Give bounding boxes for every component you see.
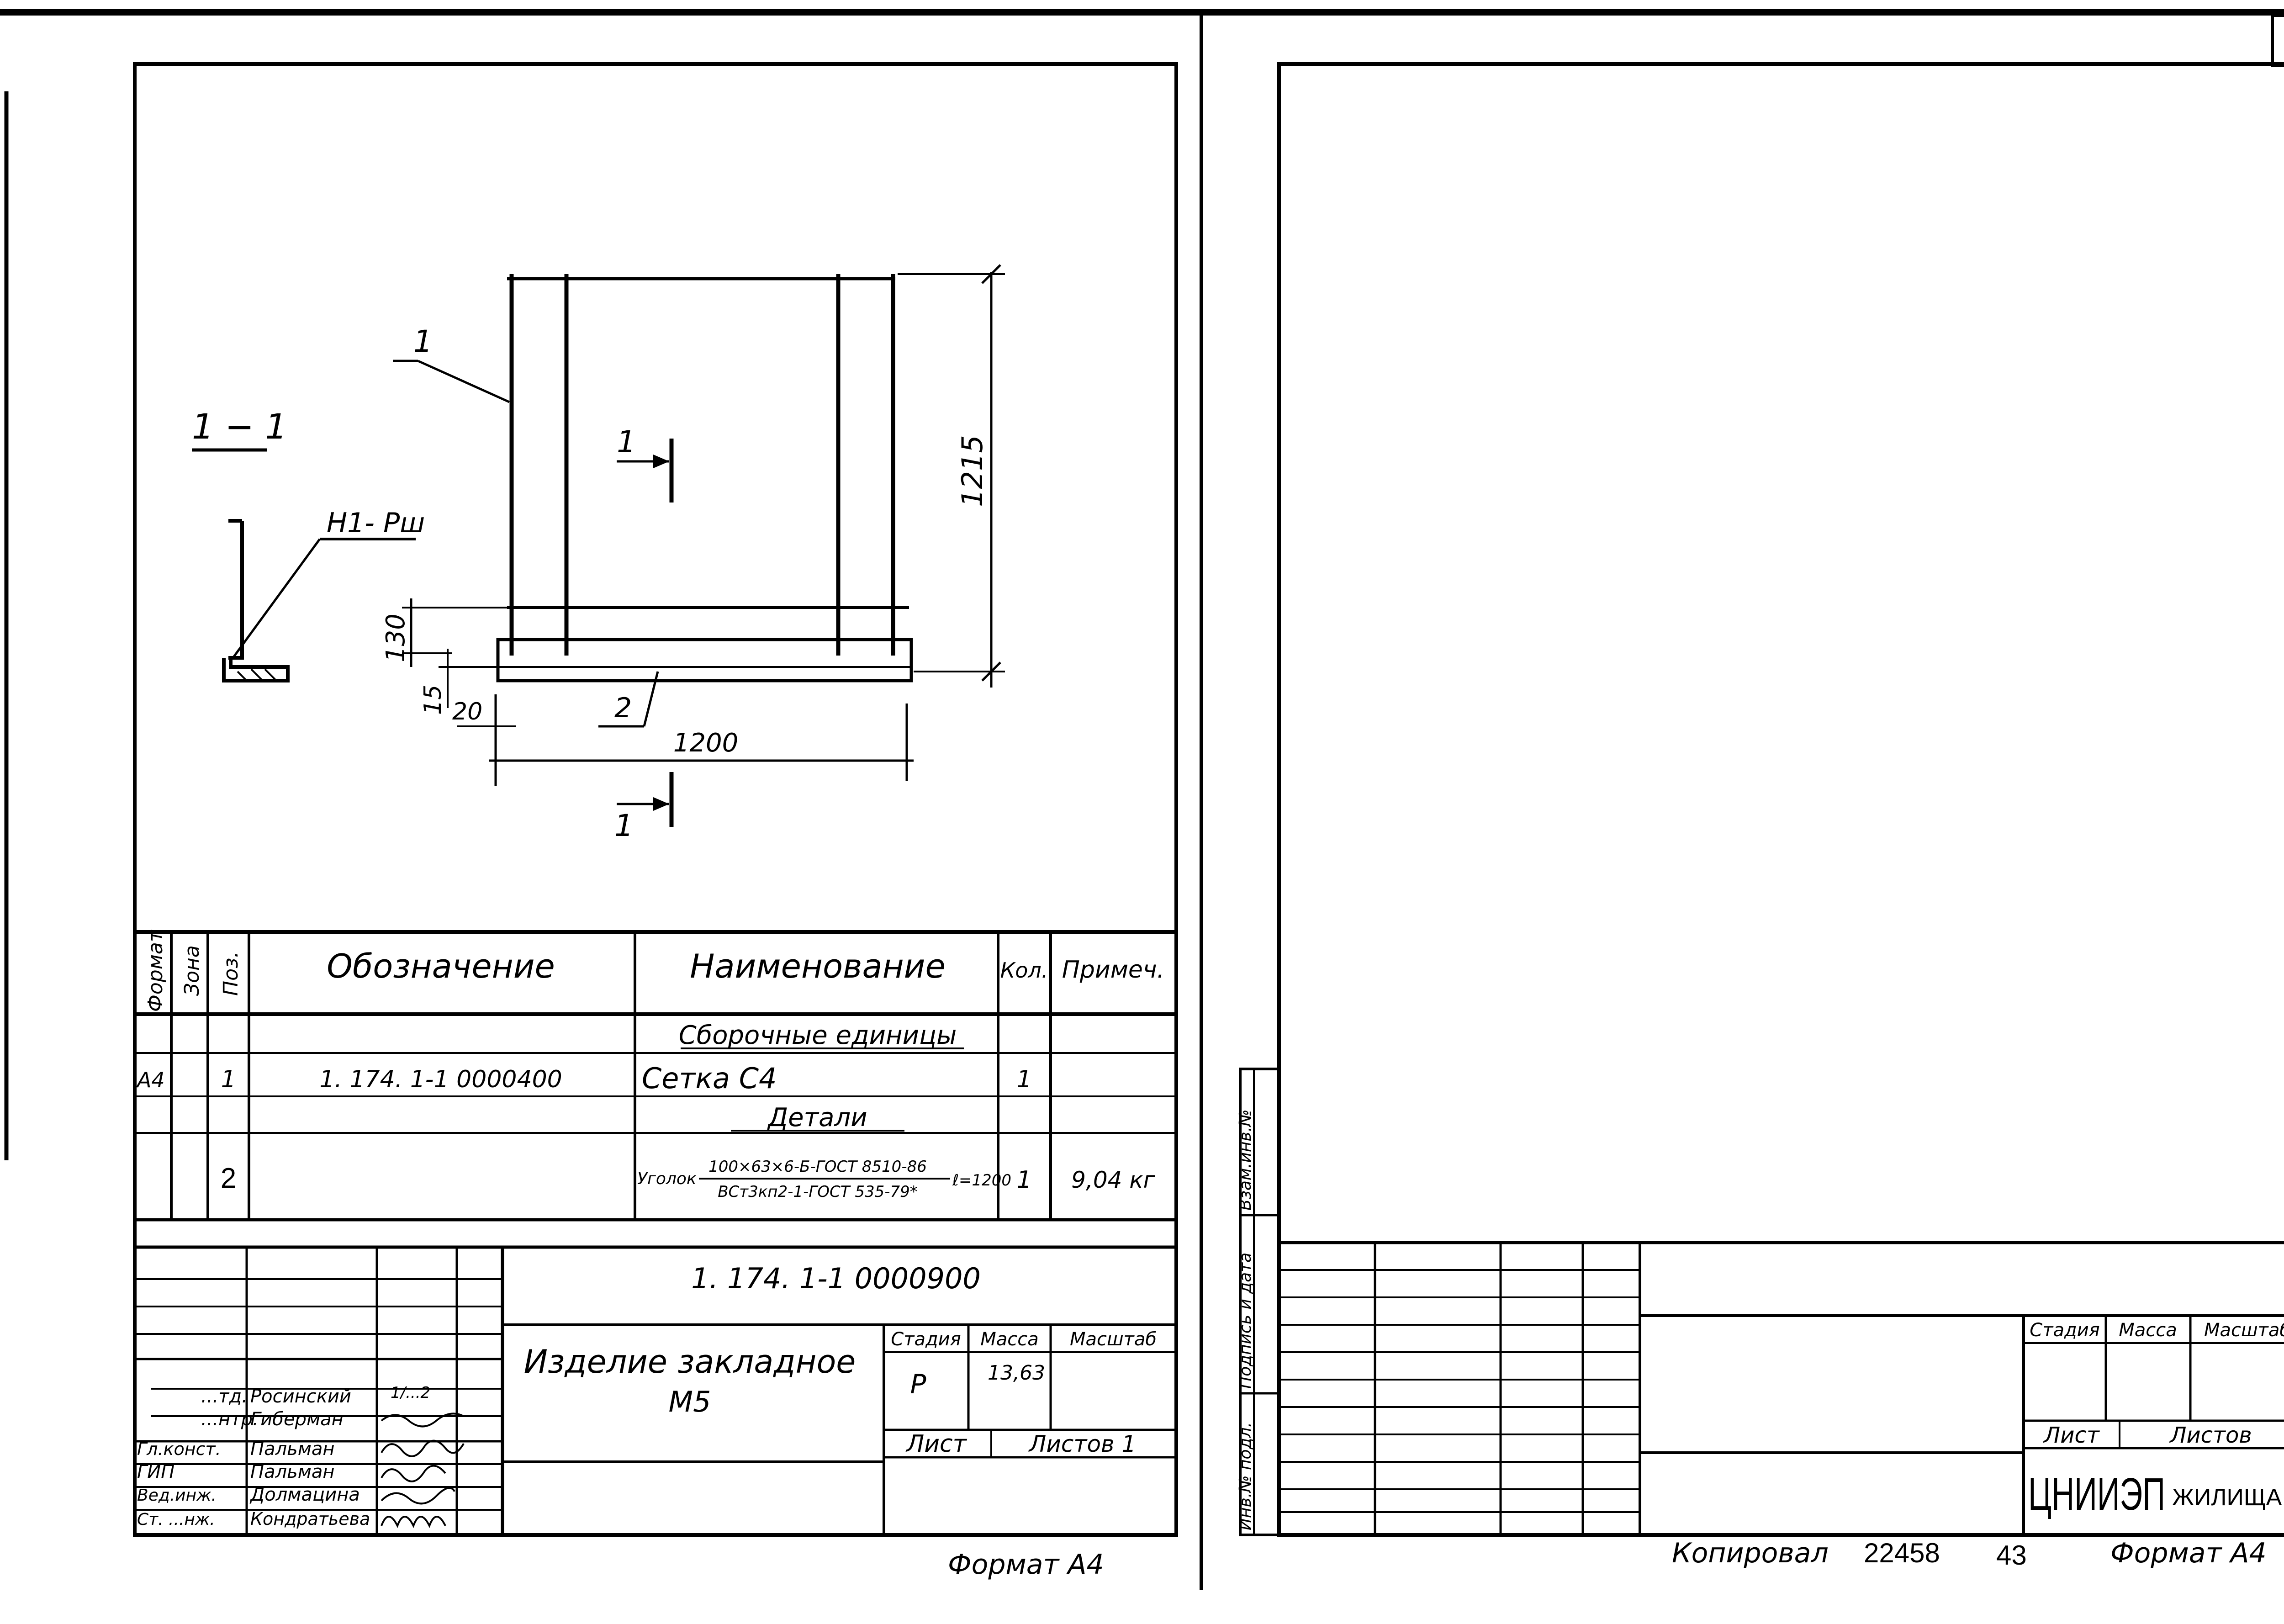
main-view: 1 2 1 1 1215 130 15 20 [381,264,1005,843]
callout-1: 1 [413,324,433,359]
mass-label: Масса [980,1329,1039,1350]
title-line1: Изделие закладное [524,1343,856,1381]
right-sheet-label: Лист [2043,1423,2100,1448]
row2-pos: 2 [221,1163,236,1194]
section-mark-top: 1 [617,424,636,460]
signer-name: Гиберман [250,1409,344,1430]
signer-sign: 1/...2 [391,1384,430,1402]
section-1-1-detail: 1 − 1 Н1- Рш [192,406,425,682]
section-label: 1 − 1 [192,406,287,447]
left-sheet-frame [133,62,1178,1537]
right-sheet-frame [1277,62,2284,1537]
right-scale-label: Масштаб [2204,1320,2284,1341]
col-zone: Зона [180,945,204,996]
dim-130: 130 [381,614,411,662]
signer-role: Вед.инж. [137,1486,217,1505]
side-strip: Инв.№ подл. Подпись и дата Взам.инв.№ [1236,1068,1280,1536]
signature-scribble [381,1487,455,1505]
section-assembly-units: Сборочные единицы [679,1021,957,1050]
col-name: Наименование [690,947,946,985]
col-qty: Кол. [1000,958,1048,983]
document-code: 1. 174. 1-1 0000900 [691,1262,981,1295]
format-label-right: Формат А4 [2110,1537,2267,1569]
dim-1215: 1215 [956,435,989,507]
row1-format: А4 [136,1068,165,1092]
signer-name: Кондратьева [250,1509,370,1529]
format-label-left: Формат А4 [948,1549,1104,1581]
stage-value: Р [910,1369,926,1400]
right-sheets-label: Листов [2169,1423,2252,1448]
dim-15: 15 [419,685,447,715]
dim-20: 20 [452,698,482,725]
signer-name: Росинский [250,1386,351,1407]
col-format: Формат [144,930,167,1012]
stage-label: Стадия [891,1329,961,1350]
signer-role: Ст. ...нж. [137,1510,215,1529]
signature-scribble [381,1516,446,1528]
signer-role: ...тд. [201,1386,248,1407]
right-stage-label: Стадия [2030,1320,2099,1341]
section-mark-bottom: 1 [614,808,634,843]
row2-name-prefix: Уголок [637,1169,697,1188]
signature-scribble [381,1412,464,1428]
row1-name: Сетка С4 [642,1062,777,1095]
row2-name-bottom: ВСт3кп2-1-ГОСТ 535-79* [718,1183,918,1201]
sheets-label: Листов 1 [1028,1431,1136,1457]
signer-name: Пальман [250,1461,335,1482]
scan-top-edge [0,9,2284,16]
row2-name-length: ℓ=1200 [952,1171,1011,1190]
signer-role: ГИП [137,1461,174,1482]
row2-name-top: 100×63×6-Б-ГОСТ 8510-86 [708,1158,927,1176]
signer-role: ...нтр. [201,1409,259,1430]
title-block-right: Стадия Масса Масштаб Лист Листов ЦНИИЭП … [1279,1241,2284,1535]
dim-1200: 1200 [673,728,739,758]
specification-table: Формат Зона Поз. Обозначение Наименовани… [135,930,1176,1222]
signer-role: Гл.конст. [137,1439,221,1459]
signer-name: Долмацина [249,1484,360,1505]
order-suffix: 43 [1996,1540,2027,1571]
row1-designation: 1. 174. 1-1 0000400 [319,1066,562,1093]
col-pos: Поз. [219,952,243,996]
org-name-big: ЦНИИЭП [2028,1469,2165,1520]
col-designation: Обозначение [327,947,555,985]
angle-plate [496,638,913,682]
side-label-inv: Инв.№ подл. [1236,1422,1255,1530]
row1-qty: 1 [1016,1066,1031,1093]
signature-scribble [381,1439,465,1457]
title-line2: М5 [669,1385,711,1418]
callout-2: 2 [614,692,632,724]
row1-pos: 1 [221,1066,236,1093]
sheet-label: Лист [905,1430,967,1458]
title-block-left: 1. 174. 1-1 0000900 Изделие закладное М5… [135,1245,1176,1535]
signer-name: Пальман [250,1439,335,1460]
side-label-replace: Взам.инв.№ [1236,1109,1255,1211]
org-name-small: ЖИЛИЩА [2172,1484,2282,1511]
signers-list: ...тд. Росинский 1/...2 ...нтр. Гиберман… [137,1384,465,1529]
col-note: Примеч. [1062,956,1164,984]
weld-label: Н1- Рш [327,507,425,539]
copied-footer: Копировал 22458 43 Формат А4 [1672,1537,2267,1571]
signature-scribble [381,1465,446,1482]
order-number: 22458 [1864,1538,1940,1568]
right-mass-label: Масса [2119,1320,2177,1341]
page-number-box [2271,14,2284,67]
mass-value: 13,63 [988,1361,1045,1385]
scale-label: Масштаб [1070,1329,1157,1350]
section-details: Детали [767,1103,867,1132]
side-label-sign: Подпись и дата [1236,1253,1255,1389]
row2-qty: 1 [1016,1166,1031,1194]
copied-label: Копировал [1672,1537,1829,1569]
row2-note: 9,04 кг [1071,1167,1155,1193]
